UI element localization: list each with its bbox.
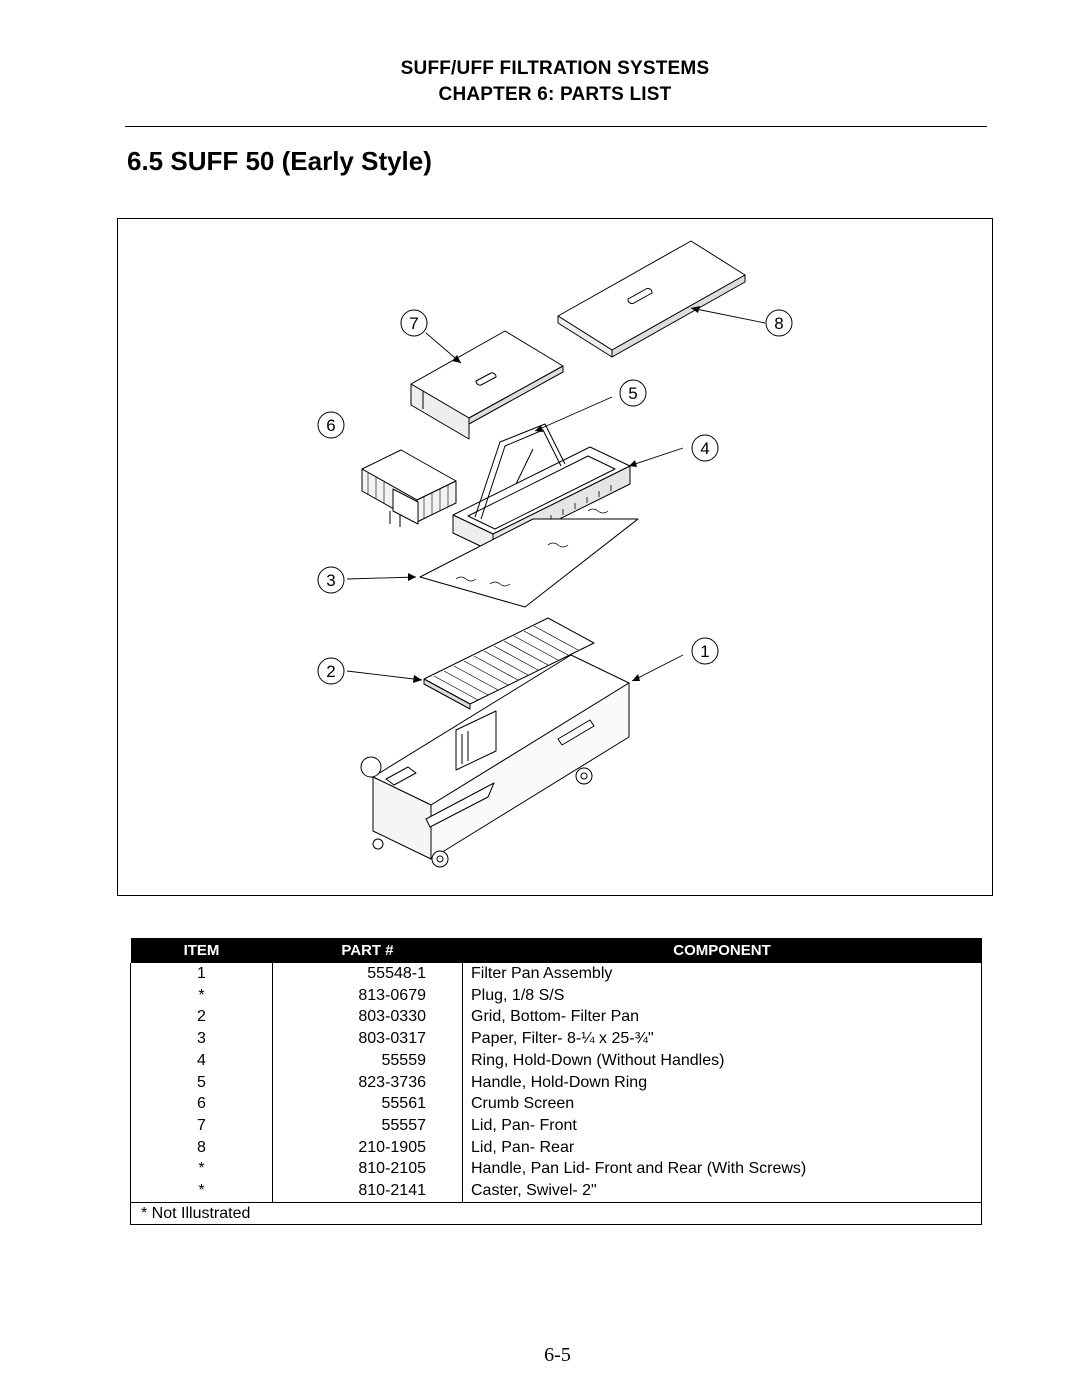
row-component: Crumb Screen — [462, 1093, 982, 1115]
hold-down-handle-drawing — [474, 423, 566, 520]
row-item: 8 — [130, 1136, 273, 1159]
row-component: Handle, Pan Lid- Front and Rear (With Sc… — [462, 1158, 982, 1181]
callout-circle-5 — [619, 379, 647, 407]
callout-circle-1 — [691, 637, 719, 665]
row-part-number: 823-3736 — [272, 1071, 463, 1094]
row-part-number: 810-2141 — [272, 1180, 463, 1203]
row-component: Handle, Hold-Down Ring — [462, 1071, 982, 1094]
row-part-number: 55559 — [272, 1049, 463, 1072]
row-part-number: 210-1905 — [272, 1136, 463, 1159]
callout-circle-7 — [400, 309, 428, 337]
header-item: ITEM — [130, 938, 273, 963]
callout-circle-6 — [317, 411, 345, 439]
row-item: * — [130, 984, 273, 1007]
row-part-number: 55557 — [272, 1114, 463, 1137]
bottom-grid-drawing — [423, 617, 595, 710]
row-item: * — [130, 1180, 273, 1203]
callout-circle-4 — [691, 434, 719, 462]
header-title: SUFF/UFF FILTRATION SYSTEMS — [400, 58, 710, 79]
row-item: 6 — [130, 1093, 273, 1115]
row-item: 7 — [130, 1114, 273, 1137]
table-footnote: * Not Illustrated — [130, 1201, 982, 1226]
callout-circle-3 — [317, 566, 345, 594]
callout-2: 2 — [326, 662, 335, 681]
row-component: Lid, Pan- Rear — [462, 1136, 982, 1159]
callout-circle-8 — [765, 309, 793, 337]
rear-lid-drawing — [557, 240, 746, 358]
table-footnote-row: * Not Illustrated — [130, 1201, 982, 1226]
callout-5: 5 — [628, 384, 637, 403]
section-title: 6.5 SUFF 50 (Early Style) — [127, 146, 432, 176]
row-item: 2 — [130, 1006, 273, 1029]
row-component: Plug, 1/8 S/S — [462, 984, 982, 1007]
callout-7: 7 — [409, 314, 418, 333]
crumb-screen-drawing — [361, 449, 457, 527]
row-component: Ring, Hold-Down (Without Handles) — [462, 1049, 982, 1072]
row-item: 1 — [130, 963, 273, 985]
row-item: 4 — [130, 1049, 273, 1072]
callout-circle-2 — [317, 657, 345, 685]
header-chapter: CHAPTER 6: PARTS LIST — [438, 84, 672, 105]
row-component: Filter Pan Assembly — [462, 963, 982, 985]
row-part-number: 55561 — [272, 1093, 463, 1115]
page-number: 6-5 — [544, 1344, 571, 1366]
row-component: Lid, Pan- Front — [462, 1114, 982, 1137]
row-component: Paper, Filter- 8-¼ x 25-¾" — [462, 1028, 982, 1050]
table-header-row: ITEM PART # COMPONENT — [130, 938, 982, 963]
row-component: Caster, Swivel- 2" — [462, 1180, 982, 1203]
callout-1: 1 — [700, 642, 709, 661]
exploded-parts-diagram: 1 2 3 4 5 6 7 8 — [117, 218, 993, 896]
row-part-number: 810-2105 — [272, 1158, 463, 1181]
front-lid-drawing — [410, 330, 564, 440]
row-component: Grid, Bottom- Filter Pan — [462, 1006, 982, 1029]
row-item: 5 — [130, 1071, 273, 1094]
filter-paper-drawing — [419, 508, 639, 608]
row-part-number: 55548-1 — [272, 963, 463, 985]
diagram-svg: 1 2 3 4 5 6 7 8 — [317, 240, 793, 868]
row-item: * — [130, 1158, 273, 1181]
callout-3: 3 — [326, 571, 335, 590]
filter-pan-drawing — [360, 654, 630, 868]
row-item: 3 — [130, 1028, 273, 1050]
row-part-number: 813-0679 — [272, 984, 463, 1007]
row-part-number: 803-0317 — [272, 1028, 463, 1050]
row-part-number: 803-0330 — [272, 1006, 463, 1029]
header-part: PART # — [272, 938, 463, 963]
callout-4: 4 — [700, 439, 709, 458]
callout-8: 8 — [774, 314, 783, 333]
callout-6: 6 — [326, 416, 335, 435]
header-component: COMPONENT — [462, 938, 982, 963]
header-rule — [125, 126, 987, 127]
